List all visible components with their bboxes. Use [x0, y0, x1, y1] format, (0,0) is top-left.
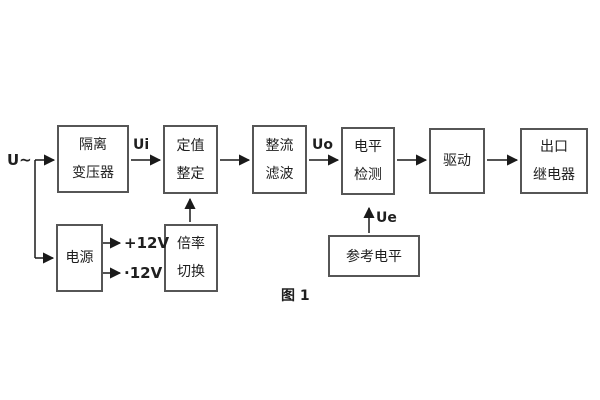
- label-uo: Uo: [312, 137, 333, 153]
- block-level-detection: 电平 检测: [341, 127, 395, 195]
- block-drive: 驱动: [429, 128, 485, 194]
- block-power-supply: 电源: [56, 224, 103, 292]
- label-ue: Ue: [376, 210, 397, 226]
- label-input-u: U~: [7, 151, 32, 169]
- figure-caption: 图 1: [281, 288, 310, 304]
- block-output-relay: 出口 继电器: [520, 128, 588, 194]
- label-ui: Ui: [133, 137, 150, 153]
- label-plus-12v: +12V: [124, 234, 170, 252]
- block-setting: 定值 整定: [163, 125, 218, 194]
- label-minus-12v: ·12V: [124, 264, 163, 282]
- block-reference-level: 参考电平: [328, 235, 420, 277]
- block-rectifier-filter: 整流 滤波: [252, 125, 307, 194]
- block-isolation-transformer: 隔离 变压器: [57, 125, 129, 193]
- block-rate-switch: 倍率 切换: [164, 224, 218, 292]
